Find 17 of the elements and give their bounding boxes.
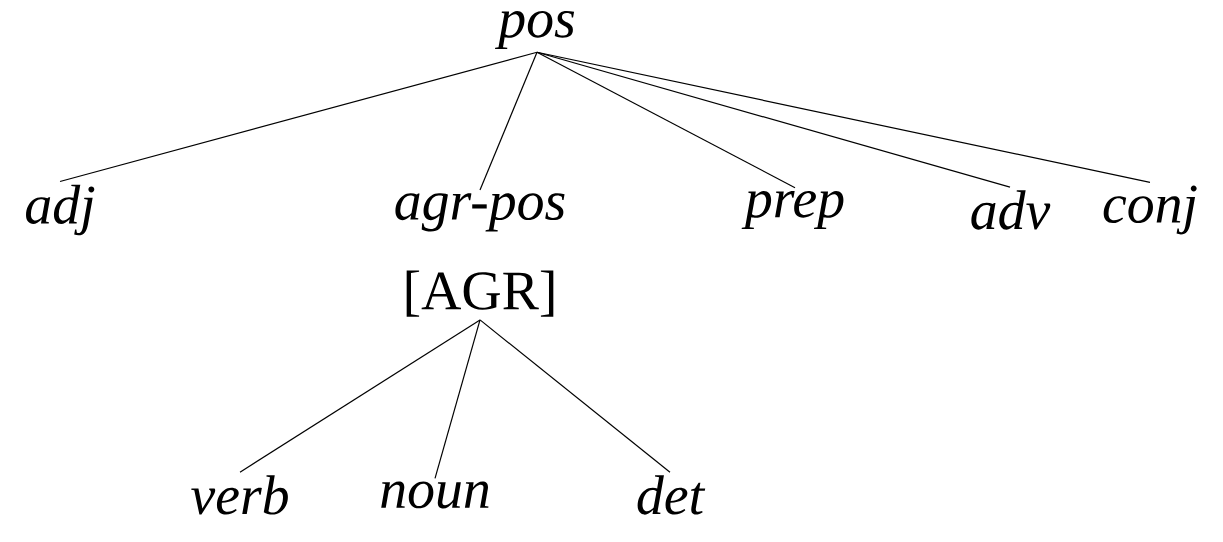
tree-line [536,51,796,189]
category-label: agr-pos [AGR] [395,193,565,317]
category-label: prep [741,190,844,230]
tree-line [239,319,481,473]
category-label: adv [971,190,1051,230]
tree-line [59,51,538,183]
category-label: det [637,475,706,515]
category-label: pos [495,10,575,50]
tree-line [536,51,1151,183]
category-label: adj [26,184,95,236]
tree-line [536,51,1011,188]
tree-line [434,319,481,479]
category-label: conj [1103,185,1197,235]
tree-line [479,51,538,191]
category-label: noun [381,481,489,509]
category-label: verb [191,475,288,515]
tree-line [479,319,671,473]
